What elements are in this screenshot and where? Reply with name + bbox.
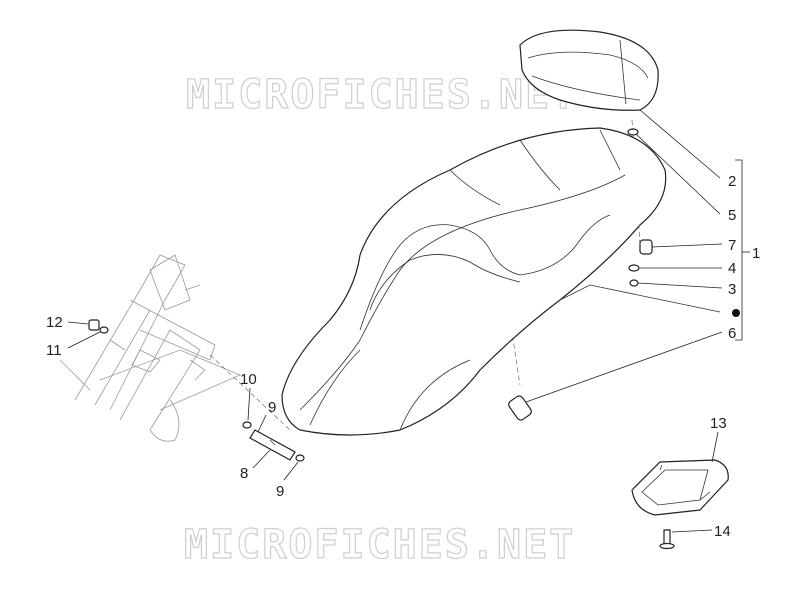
callout-9-lower: 9 [276,483,284,500]
callout-11: 11 [46,342,62,359]
callout-6: 6 [728,325,736,342]
callout-2: 2 [728,173,736,190]
washer-part [627,128,639,136]
dot-marker [732,309,740,317]
storage-tray-part [631,459,729,516]
nut-part [629,279,639,287]
callout-9-upper: 9 [268,399,276,416]
callout-3: 3 [728,281,736,298]
callout-8: 8 [240,465,248,482]
callout-10: 10 [240,371,257,388]
callouts: 2 5 7 4 3 6 1 12 11 10 9 8 9 13 14 [46,173,760,540]
hinge-pin-part [508,395,532,421]
callout-14: 14 [714,523,731,540]
callout-1: 1 [752,245,760,262]
watermark-bottom: MICROFICHES.NET [184,522,575,568]
callout-4: 4 [728,260,736,277]
callout-12: 12 [46,314,63,331]
gas-strut-part [242,421,305,462]
assembly-line-frame [209,354,291,431]
screw-part [659,529,675,550]
bumper-part [639,239,653,255]
backrest-part [519,29,659,136]
frame-section [59,254,242,442]
leader-lines [67,109,750,533]
callout-5: 5 [728,207,736,224]
washer-small-part [628,264,640,272]
seat-part [281,127,721,436]
callout-13: 13 [710,415,727,432]
watermark-top: MICROFICHES.NET [186,72,577,118]
nut-washer-part [88,319,109,334]
callout-7: 7 [728,237,736,254]
